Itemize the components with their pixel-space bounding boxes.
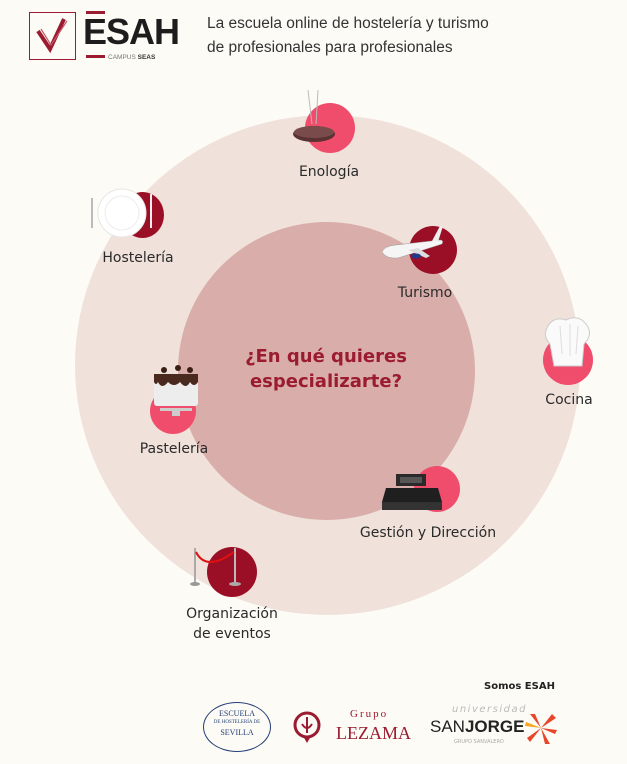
campus-seas-label: CAMPUS SEAS bbox=[108, 54, 155, 62]
sevilla-text: SEVILLA bbox=[220, 728, 254, 737]
partner-logo-universidad-san-jorge[interactable]: universidad SANJORGE GRUPO SANVALERO bbox=[430, 704, 560, 754]
esah-logo-mark bbox=[29, 12, 76, 60]
esah-logo-text: ESAH bbox=[83, 11, 180, 52]
specialize-question: ¿En qué quieres especializarte? bbox=[245, 346, 407, 392]
stanchion-icon bbox=[190, 548, 241, 586]
universidad-text: universidad bbox=[452, 704, 527, 715]
footer-title: Somos ESAH bbox=[484, 681, 555, 692]
tagline-line-2: de profesionales para profesionales bbox=[207, 39, 453, 56]
airplane-icon bbox=[381, 226, 443, 259]
organizacion-label-2: de eventos bbox=[193, 626, 271, 642]
san-text: SAN bbox=[430, 717, 465, 736]
hosteleria-text: DE HOSTELERÍA DE bbox=[213, 720, 261, 725]
plate-icon bbox=[91, 188, 152, 238]
logo-bar-bottom bbox=[86, 55, 105, 58]
grupo-text: Grupo bbox=[350, 708, 389, 720]
lezama-text: LEZAMA bbox=[336, 723, 411, 743]
partner-logo-escuela-sevilla[interactable]: ESCUELA DE HOSTELERÍA DE SEVILLA bbox=[203, 702, 271, 752]
partner-logo-grupo-lezama[interactable]: Grupo LEZAMA bbox=[292, 708, 417, 748]
turismo-label: Turismo bbox=[397, 285, 453, 301]
gestion-label: Gestión y Dirección bbox=[359, 525, 497, 541]
san-jorge-star-icon bbox=[525, 714, 557, 744]
checkmark-icon bbox=[36, 18, 68, 54]
organizacion-label-1: Organización bbox=[186, 606, 278, 622]
cocina-label: Cocina bbox=[545, 392, 593, 408]
enologia-label: Enología bbox=[298, 164, 360, 180]
campus-text: CAMPUS bbox=[108, 54, 136, 61]
pasteleria-label: Pastelería bbox=[139, 441, 209, 457]
logo-bar-top bbox=[86, 11, 105, 14]
decanter-icon bbox=[293, 89, 335, 142]
escuela-text: ESCUELA bbox=[219, 709, 255, 718]
cash-register-icon bbox=[382, 474, 442, 510]
cake-icon bbox=[154, 365, 198, 416]
grupo-sanvalero-text: GRUPO SANVALERO bbox=[454, 739, 504, 745]
jorge-text: JORGE bbox=[464, 717, 525, 736]
tagline-line-1: La escuela online de hostelería y turism… bbox=[207, 15, 489, 32]
organizacion-badge bbox=[207, 547, 257, 597]
lezama-emblem-icon bbox=[293, 711, 321, 743]
seas-text: SEAS bbox=[137, 54, 156, 61]
hosteleria-label: Hostelería bbox=[102, 250, 174, 266]
chef-hat-icon bbox=[544, 317, 590, 367]
